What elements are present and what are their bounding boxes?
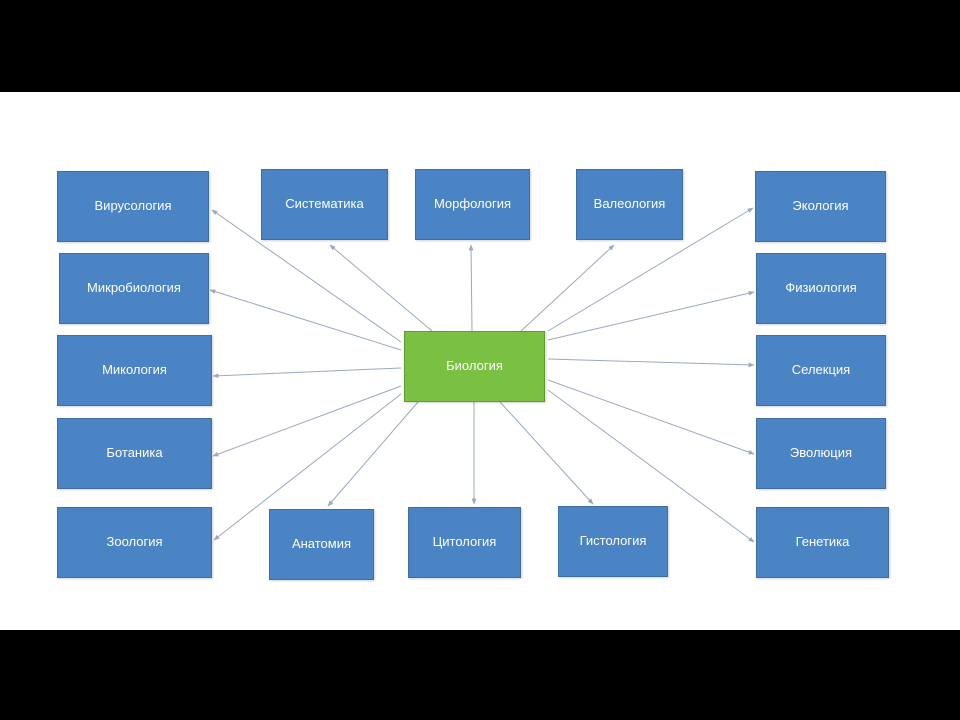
node-label: Эволюция: [789, 445, 853, 461]
node-label: Валеология: [593, 196, 666, 212]
node-physiology: Физиология: [756, 253, 886, 324]
node-ecology: Экология: [755, 171, 886, 242]
connector-physiology: [547, 290, 755, 341]
node-anatomy: Анатомия: [269, 509, 374, 580]
node-microbiology: Микробиология: [59, 253, 209, 324]
node-label: Физиология: [785, 280, 857, 296]
connector-layer: [209, 207, 755, 543]
connector-ecology: [547, 207, 754, 332]
node-selection: Селекция: [756, 335, 886, 406]
connector-valeology: [520, 244, 615, 332]
node-botany: Ботаника: [57, 418, 212, 489]
node-label: Систематика: [285, 196, 364, 212]
connector-morphology: [468, 244, 474, 332]
node-label: Цитология: [432, 534, 497, 550]
connector-microbiology: [209, 289, 402, 351]
connector-virusology: [211, 209, 402, 343]
node-label: Микология: [102, 362, 167, 378]
node-morphology: Морфология: [415, 169, 530, 240]
node-label: Зоология: [106, 534, 163, 550]
node-virusology: Вирусология: [57, 171, 209, 242]
node-systematics: Систематика: [261, 169, 388, 240]
connector-anatomy: [327, 401, 419, 507]
node-histology: Гистология: [558, 506, 668, 577]
node-valeology: Валеология: [576, 169, 683, 240]
connector-evolution: [547, 379, 755, 455]
connector-histology: [499, 401, 594, 505]
node-genetics: Генетика: [756, 507, 889, 578]
node-label: Селекция: [791, 362, 851, 378]
connector-selection: [547, 358, 755, 368]
center-node-biology: Биология: [404, 331, 545, 402]
node-zoology: Зоология: [57, 507, 212, 578]
node-label: Гистология: [579, 533, 647, 549]
connector-genetics: [547, 389, 755, 543]
node-label: Генетика: [795, 534, 850, 550]
node-mycology: Микология: [57, 335, 212, 406]
connector-mycology: [212, 367, 402, 379]
node-label: Анатомия: [291, 536, 352, 552]
center-node-label: Биология: [446, 358, 503, 374]
node-label: Ботаника: [106, 445, 163, 461]
node-label: Вирусология: [94, 198, 172, 214]
node-label: Морфология: [433, 196, 512, 212]
node-evolution: Эволюция: [756, 418, 886, 489]
connector-botany: [212, 385, 402, 457]
node-label: Микробиология: [87, 280, 181, 296]
connector-zoology: [213, 393, 402, 541]
connector-systematics: [329, 244, 433, 332]
node-cytology: Цитология: [408, 507, 521, 578]
slide-canvas: Биология Вирусология Систематика Морфоло…: [0, 92, 960, 630]
node-label: Экология: [792, 198, 849, 214]
